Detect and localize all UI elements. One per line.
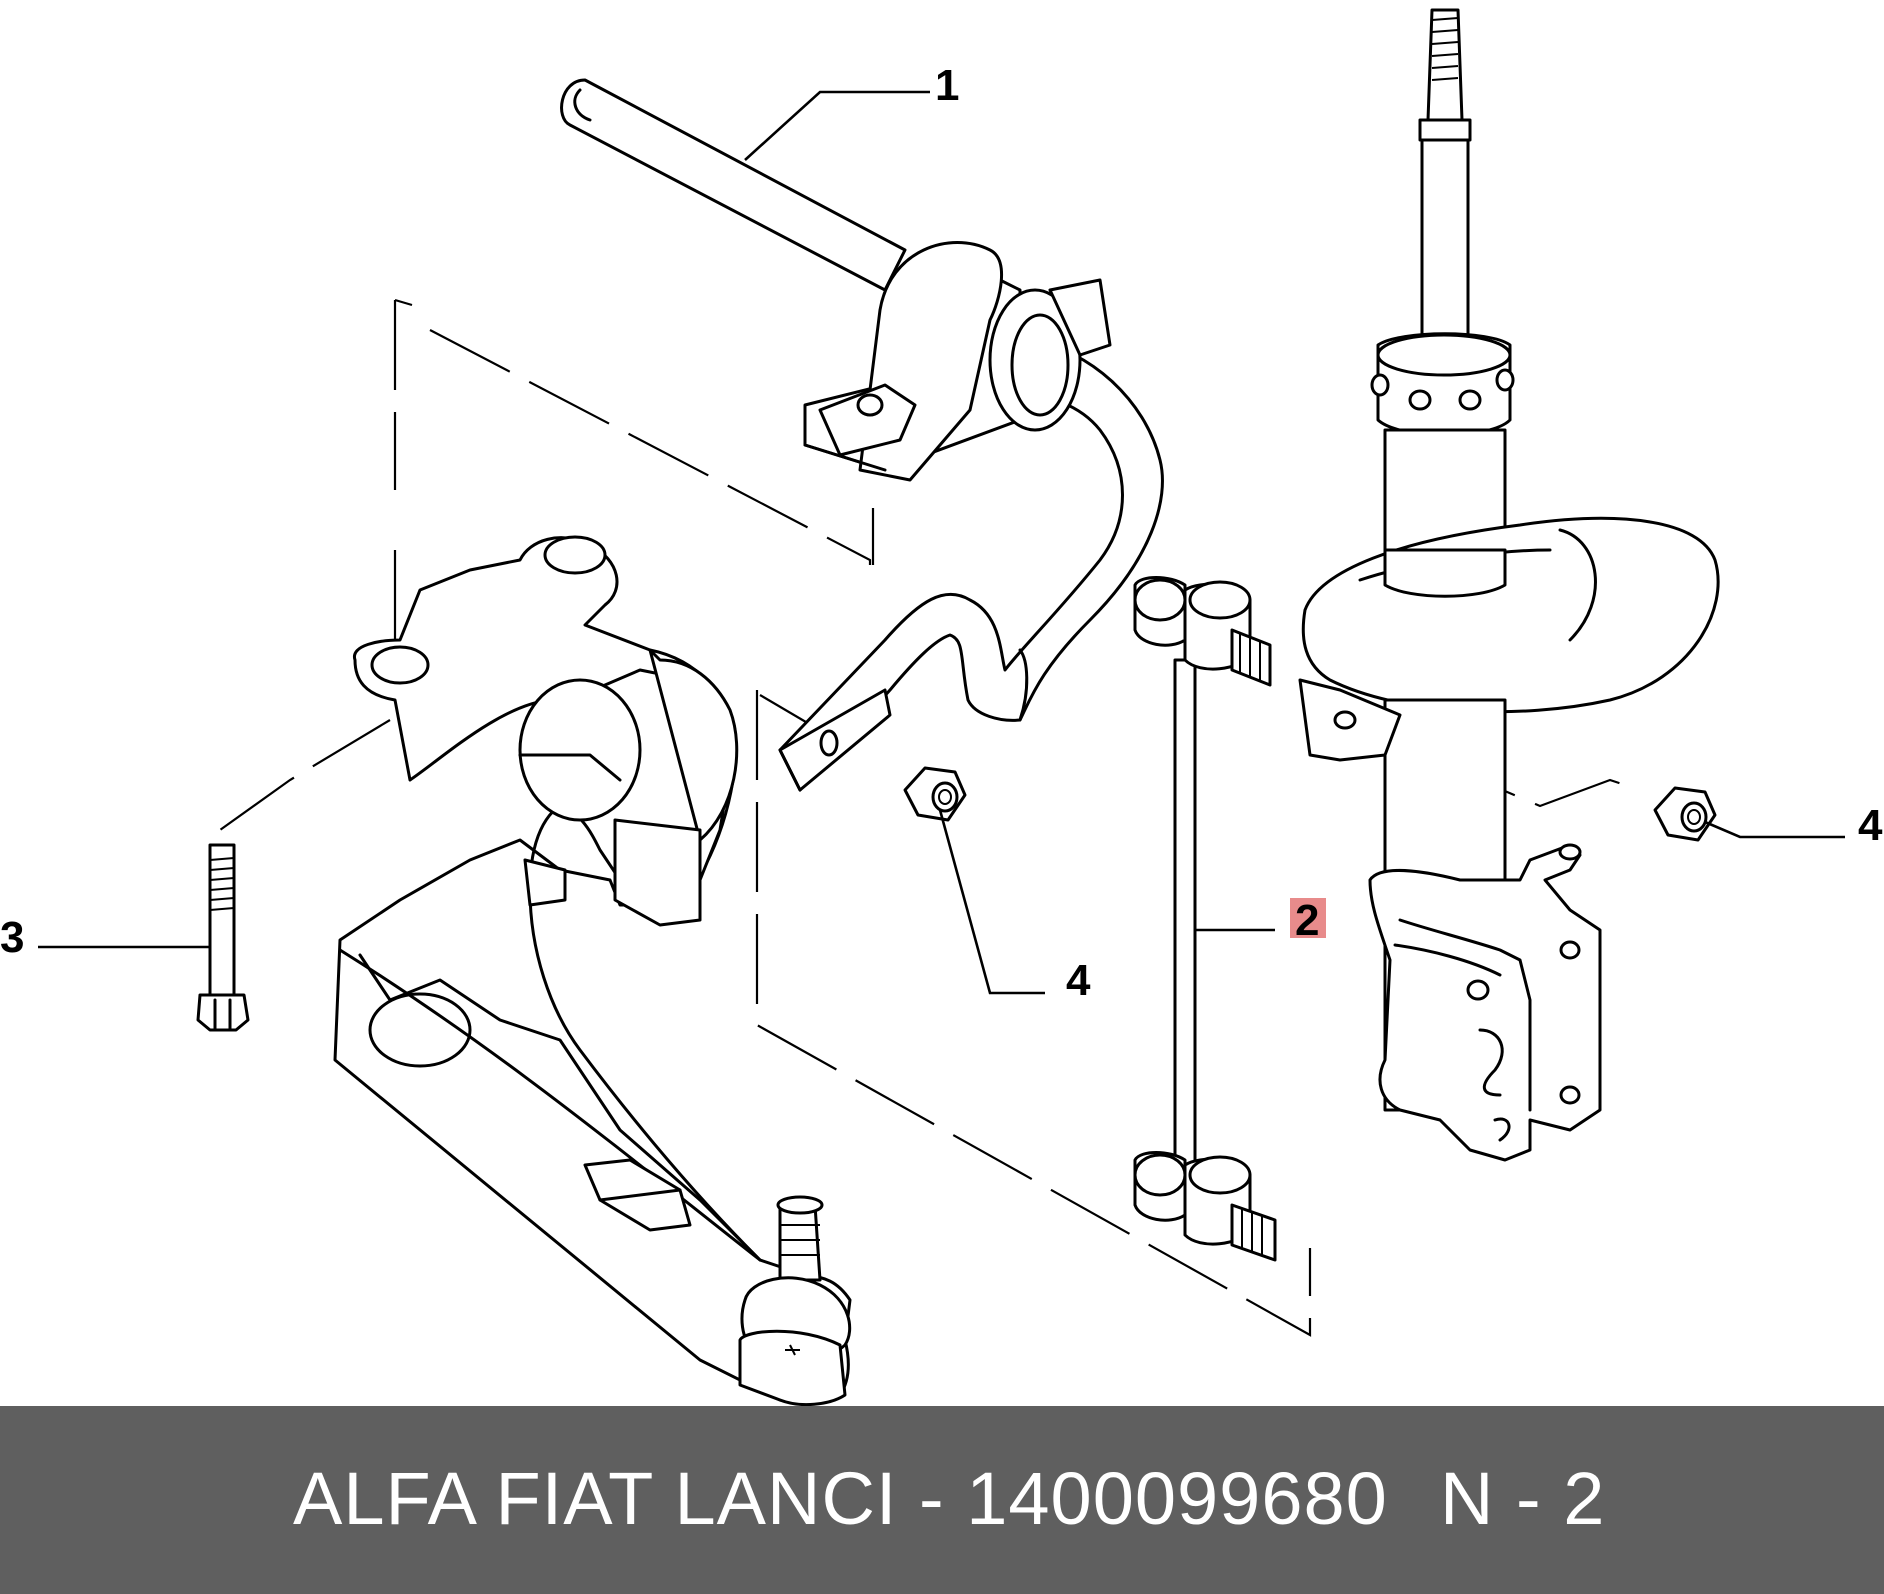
alignment-lines	[218, 298, 1641, 1337]
bar-bushing-bracket	[803, 241, 1112, 482]
stabilizer-bar	[560, 78, 1164, 792]
nut-right	[1653, 786, 1717, 842]
callout-2[interactable]: 2	[1295, 896, 1319, 945]
callout-4-right[interactable]: 4	[1858, 801, 1883, 850]
footer-bar: ALFA FIAT LANCI - 1400099680 N - 2	[0, 1406, 1884, 1594]
callout-3[interactable]: 3	[0, 913, 24, 962]
callout-2-highlight	[1290, 898, 1326, 938]
callout-1[interactable]: 1	[935, 61, 959, 110]
parts-diagram: 1 2 3 4 4	[0, 8, 1883, 1406]
bolt	[196, 843, 250, 1032]
nut-left	[903, 766, 967, 822]
diagram-reference-label: N - 2	[1440, 1457, 1606, 1540]
strut	[1298, 8, 1720, 1162]
callout-4-left[interactable]: 4	[1066, 956, 1091, 1005]
control-arm	[333, 535, 852, 1406]
callouts: 1 2 3 4 4	[0, 61, 1883, 1005]
part-number-label: ALFA FIAT LANCI - 1400099680	[293, 1457, 1388, 1540]
leader-lines	[38, 90, 1845, 995]
stabilizer-link	[1133, 576, 1277, 1262]
